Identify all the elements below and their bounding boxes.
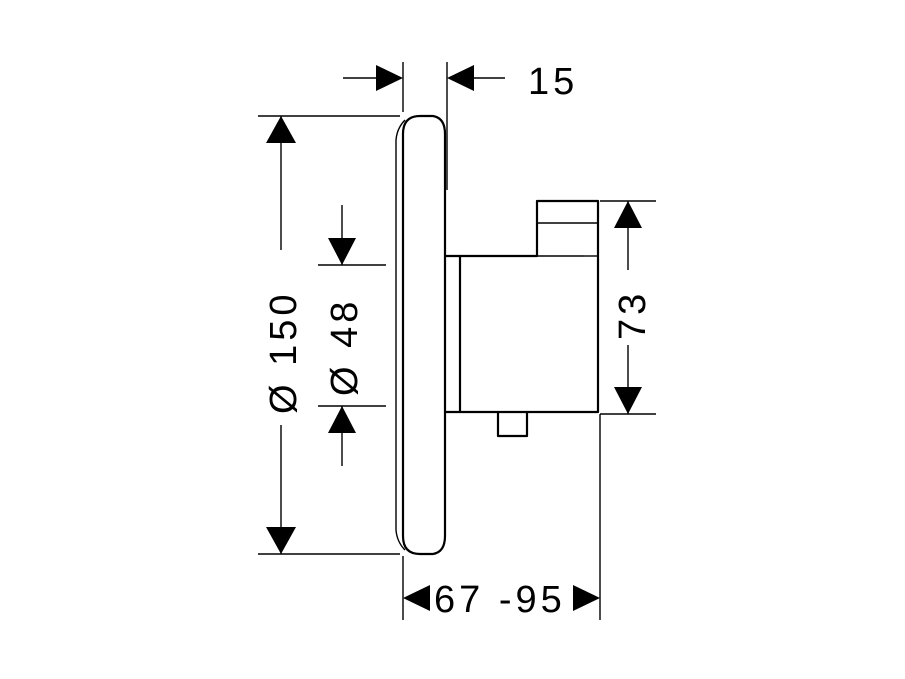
dimension-install-depth: 67 -95 [402,414,601,621]
cover-plate [395,114,447,556]
dimension-bore-diameter: Ø 48 [318,205,386,466]
dimension-body-height: 73 [600,200,656,415]
dimension-plate-diameter: Ø 150 [258,115,400,555]
dimension-label-150: Ø 150 [263,290,305,414]
valve-body [446,199,600,438]
dimension-label-73: 73 [612,290,654,340]
dimension-label-67-95: 67 -95 [434,579,566,621]
dimension-label-48: Ø 48 [324,298,366,396]
dimension-cover-thickness: 15 [343,61,578,190]
dimension-label-15: 15 [528,61,578,103]
